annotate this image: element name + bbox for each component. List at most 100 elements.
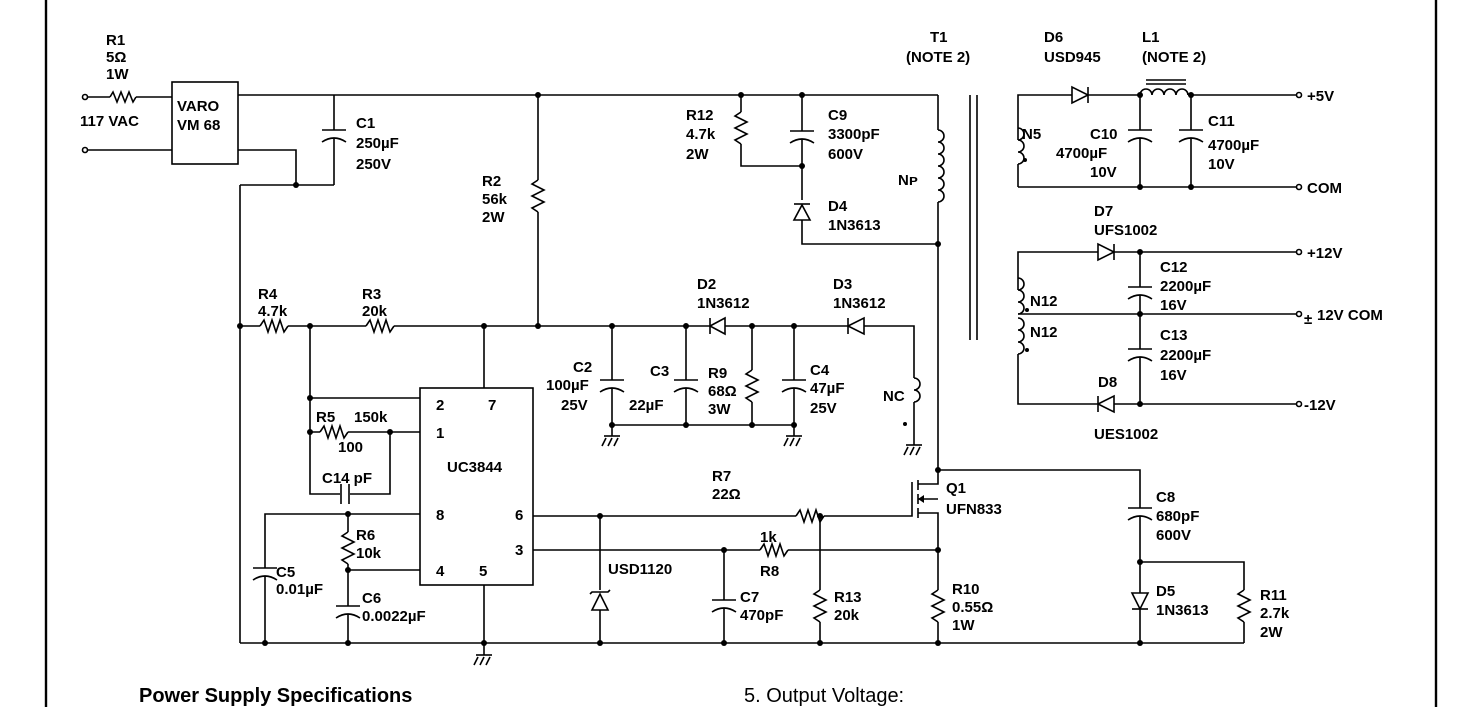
label-t1-note: (NOTE 2) [906,49,970,66]
label-c7-value: 470pF [740,607,783,624]
label-d8-value: UES1002 [1094,426,1158,443]
label-r3-value: 20k [362,303,388,320]
label-d3-value: 1N3612 [833,295,886,312]
label-c2-value: 100µF [546,377,589,394]
label-l1-note: (NOTE 2) [1142,49,1206,66]
label-r9-power: 3W [708,401,731,418]
label-r2-power: 2W [482,209,505,226]
label-c1: C1 [356,115,375,132]
label-r1: R1 [106,32,125,49]
label-d2-value: 1N3612 [697,295,750,312]
r10-sense [930,560,946,643]
label-c6-value: 0.0022µF [362,608,426,625]
drain-snubber [938,469,1252,643]
label-r8: R8 [760,563,779,580]
label-varo-model: VM 68 [177,117,220,134]
label-d5: D5 [1156,583,1175,600]
label-c13-value: 2200µF [1160,347,1211,364]
label-r12-value: 4.7k [686,126,716,143]
label-varo: VARO [177,98,220,115]
label-r1-value: 5Ω [106,49,126,66]
label-t1: T1 [930,29,948,46]
label-d7: D7 [1094,203,1113,220]
label-c3: C3 [650,363,669,380]
specs-heading: Power Supply Specifications [139,685,412,707]
varo-bridge-box [171,81,239,165]
label-r4: R4 [258,286,278,303]
label-r10-value: 0.55Ω [952,599,993,616]
label-r7: R7 [712,468,731,485]
label-c12-voltage: 16V [1160,297,1187,314]
label-r9: R9 [708,365,727,382]
r2-resistor [530,95,546,326]
label-c11: C11 [1208,113,1235,130]
label-d6-value: USD945 [1044,49,1101,66]
label-d5-value: 1N3613 [1156,602,1209,619]
gate-and-sense [533,505,938,643]
output-12v-section [1017,242,1303,414]
label-out-com: COM [1307,180,1342,197]
label-r5-series: 100 [338,439,363,456]
label-nc: NC [883,388,905,405]
label-c9: C9 [828,107,847,124]
label-n12-upper: N12 [1030,293,1058,310]
bias-cap-bank [599,326,807,447]
label-c2-voltage: 25V [561,397,588,414]
label-r7-value: 22Ω [712,486,741,503]
label-c13-voltage: 16V [1160,367,1187,384]
bias-rail [237,316,922,456]
label-pin-3: 3 [515,542,523,559]
label-c3-value: 22µF [629,397,664,414]
label-r10-power: 1W [952,617,975,634]
label-c5: C5 [276,564,295,581]
uc3844-ic-box [419,387,534,586]
label-ac-input: 117 VAC [80,113,139,130]
specs-output-voltage: 5. Output Voltage: [744,685,904,707]
label-r11: R11 [1260,587,1287,604]
label-r3: R3 [362,286,381,303]
label-r5: R5 [316,409,335,426]
label-q1-value: UFN833 [946,501,1002,518]
label-r2: R2 [482,173,501,190]
label-pin-6: 6 [515,507,523,524]
label-c4-voltage: 25V [810,400,837,417]
label-c1-value: 250µF [356,135,399,152]
label-c11-voltage: 10V [1208,156,1235,173]
label-c8-value: 680pF [1156,508,1199,525]
label-c2: C2 [573,359,592,376]
label-d3: D3 [833,276,852,293]
snubber-r12-c9-d4 [733,95,938,245]
label-r6: R6 [356,527,375,544]
label-c7: C7 [740,589,759,606]
label-c9-voltage: 600V [828,146,863,163]
label-r4-value: 4.7k [258,303,288,320]
label-d4: D4 [828,198,848,215]
label-out-5v: +5V [1307,88,1334,105]
label-r1-power: 1W [106,66,129,83]
label-usd1120: USD1120 [608,561,672,578]
q1-mosfet [911,467,941,560]
c1-capacitor [321,95,347,185]
label-out-plusminus: ± [1304,311,1312,328]
label-r10: R10 [952,581,980,598]
label-c10-value: 4700µF [1056,145,1107,162]
label-pin-1: 1 [436,425,444,442]
label-r8-value: 1k [760,529,777,546]
label-c4: C4 [810,362,830,379]
label-pin-4: 4 [436,563,445,580]
label-r12: R12 [686,107,714,124]
output-5v-section [1017,79,1303,191]
label-d6: D6 [1044,29,1063,46]
label-r12-power: 2W [686,146,709,163]
label-c14: C14 pF [322,470,372,487]
label-r11-power: 2W [1260,624,1283,641]
label-c12-value: 2200µF [1160,278,1211,295]
component-labels: R1 5Ω 1W 117 VAC VARO VM 68 C1 250µF 250… [80,29,1383,641]
label-l1: L1 [1142,29,1160,46]
label-pin-7: 7 [488,397,496,414]
label-d4-value: 1N3613 [828,217,881,234]
label-r9-value: 68Ω [708,383,737,400]
label-c8-voltage: 600V [1156,527,1191,544]
primary-winding [937,95,945,470]
